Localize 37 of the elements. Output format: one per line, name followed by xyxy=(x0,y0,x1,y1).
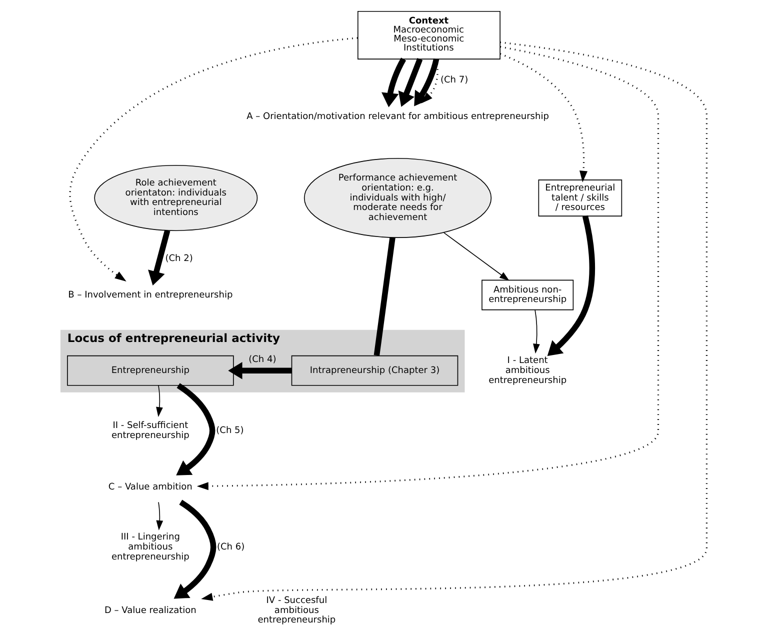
arrow xyxy=(156,385,162,417)
edge-label: (Ch 7) xyxy=(440,76,468,86)
node-text: B – Involvement in entrepreneurship xyxy=(68,290,232,300)
node-box: Entrepreneurial talent / skills / resources xyxy=(538,180,622,216)
label: IV - Succesful ambitious entrepreneurship xyxy=(257,596,336,626)
node-text: D – Value realization xyxy=(104,606,196,616)
arrow xyxy=(442,232,509,281)
edge-label: (Ch 5) xyxy=(216,426,244,436)
node-text: C – Value ambition xyxy=(108,482,192,493)
edge-label: (Ch 4) xyxy=(248,355,276,366)
node-box: Context Macroeconomic Meso-economic Institutions xyxy=(357,10,500,60)
node-text: I - Latent ambitious entrepreneurship xyxy=(488,356,566,386)
node-text: A – Orientation/motivation relevant for ambitious entrepreneurship xyxy=(246,112,548,122)
node-ellipse: Performance achievement orientation: e.g. individuals with high/ moderate needs for achievement xyxy=(303,158,492,238)
edge-label: (Ch 6) xyxy=(216,542,244,553)
arrow xyxy=(200,42,708,601)
connector xyxy=(373,237,395,356)
arrow xyxy=(499,53,588,182)
edge-label: (Ch 2) xyxy=(164,254,192,264)
arrow xyxy=(176,383,215,476)
arrow xyxy=(68,37,358,282)
arrow xyxy=(398,58,422,107)
node-text: III - Lingering ambitious entrepreneurship xyxy=(110,532,189,562)
arrow xyxy=(228,362,292,380)
node-text: II - Self-sufficient entrepreneurship xyxy=(110,420,189,441)
node-ellipse: Role achievement orientaton: individuals with entrepreneurial intentions xyxy=(94,164,258,232)
arrow xyxy=(196,46,659,490)
arrow xyxy=(381,58,406,108)
arrow xyxy=(532,310,540,354)
node-box: Ambitious non-entrepreneurship xyxy=(481,280,574,310)
arrow xyxy=(148,230,170,286)
arrow xyxy=(414,58,439,106)
node-box: Entrepreneurship xyxy=(66,355,234,386)
node-box: Intrapreneurship (Chapter 3) xyxy=(290,355,458,386)
arrow xyxy=(173,500,216,599)
arrow xyxy=(546,215,595,356)
arrow xyxy=(156,502,163,530)
